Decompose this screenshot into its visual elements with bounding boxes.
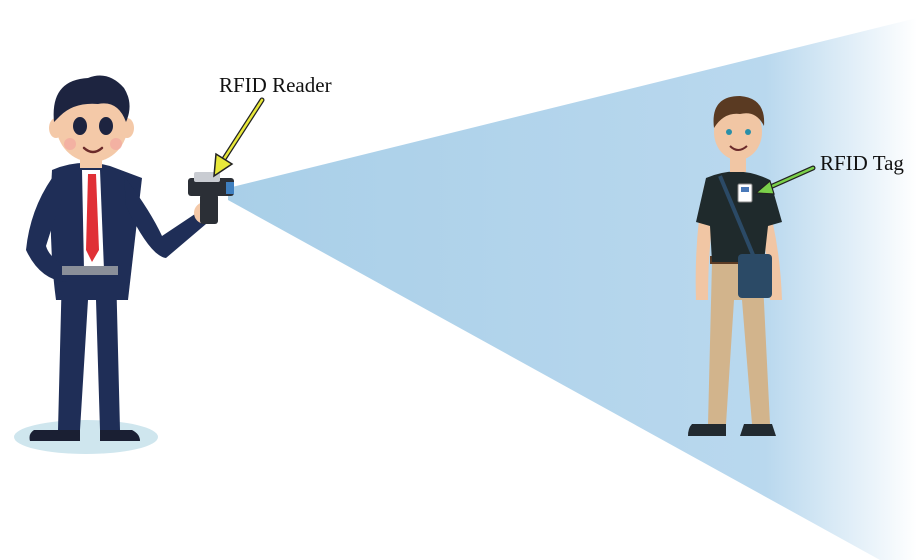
id-badge-icon bbox=[737, 183, 753, 203]
rfid-reader-label: RFID Reader bbox=[219, 73, 332, 97]
handheld-rfid-reader-icon bbox=[188, 172, 234, 224]
reader-pointer-arrow bbox=[213, 97, 265, 178]
floor-shadow bbox=[14, 420, 158, 454]
reader-operator-figure bbox=[14, 75, 216, 454]
rfid-tag-label: RFID Tag bbox=[820, 151, 904, 175]
tag-pointer-arrow bbox=[754, 165, 816, 195]
rf-signal-beam bbox=[228, 18, 917, 560]
tag-wearer-figure bbox=[688, 96, 782, 436]
